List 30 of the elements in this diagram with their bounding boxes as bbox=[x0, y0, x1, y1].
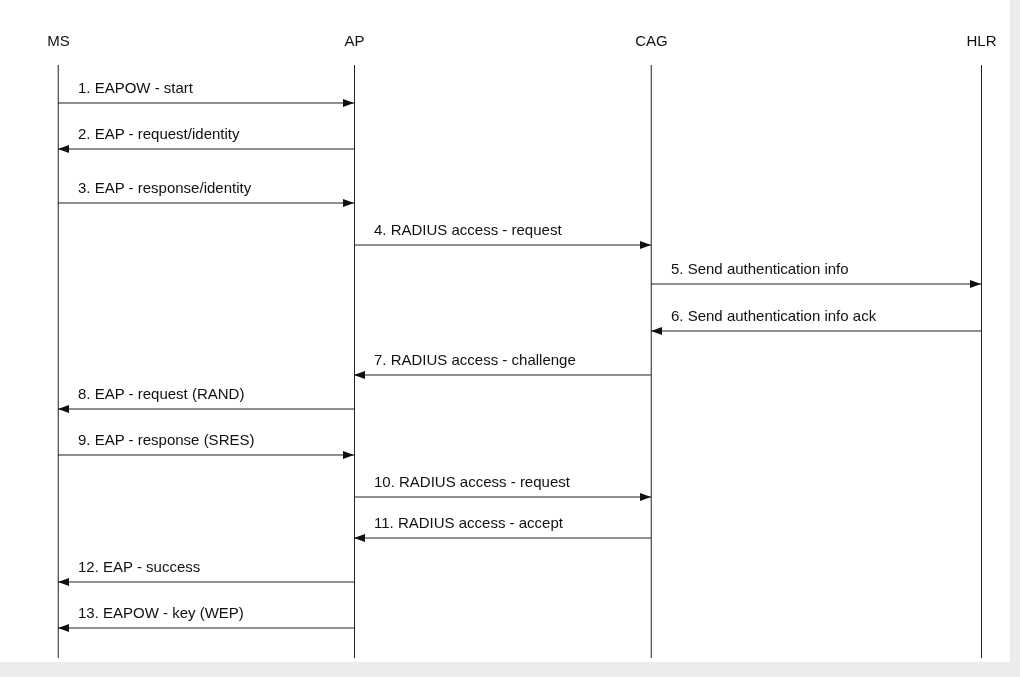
arrow bbox=[353, 241, 652, 249]
edge-label: 10. RADIUS access - request bbox=[374, 474, 570, 489]
arrow bbox=[353, 493, 652, 501]
arrow bbox=[57, 99, 355, 107]
arrow bbox=[353, 534, 652, 542]
edge-label: 3. EAP - response/identity bbox=[78, 180, 252, 195]
edge-label: 2. EAP - request/identity bbox=[78, 126, 240, 141]
participant-label: MS bbox=[47, 33, 70, 48]
edge-label: 13. EAPOW - key (WEP) bbox=[78, 605, 244, 620]
edge-label: 6. Send authentication info ack bbox=[671, 308, 877, 323]
arrow bbox=[57, 624, 355, 632]
edge-label: 5. Send authentication info bbox=[671, 261, 849, 276]
participant-label: AP bbox=[344, 33, 365, 48]
arrow bbox=[57, 578, 355, 586]
arrow bbox=[650, 327, 982, 335]
arrow bbox=[57, 451, 355, 459]
edge-label: 9. EAP - response (SRES) bbox=[78, 432, 255, 447]
arrow bbox=[57, 405, 355, 413]
edge-label: 7. RADIUS access - challenge bbox=[374, 352, 576, 367]
edge-label: 11. RADIUS access - accept bbox=[374, 515, 563, 530]
edge-label: 8. EAP - request (RAND) bbox=[78, 386, 245, 401]
arrow bbox=[650, 280, 982, 288]
arrow bbox=[353, 371, 652, 379]
participant-label: HLR bbox=[966, 33, 997, 48]
arrow bbox=[57, 145, 355, 153]
edge-label: 1. EAPOW - start bbox=[78, 80, 194, 95]
participant-label: CAG bbox=[635, 33, 668, 48]
edge-label: 12. EAP - success bbox=[78, 559, 201, 574]
arrow bbox=[57, 199, 355, 207]
edge-label: 4. RADIUS access - request bbox=[374, 222, 562, 237]
